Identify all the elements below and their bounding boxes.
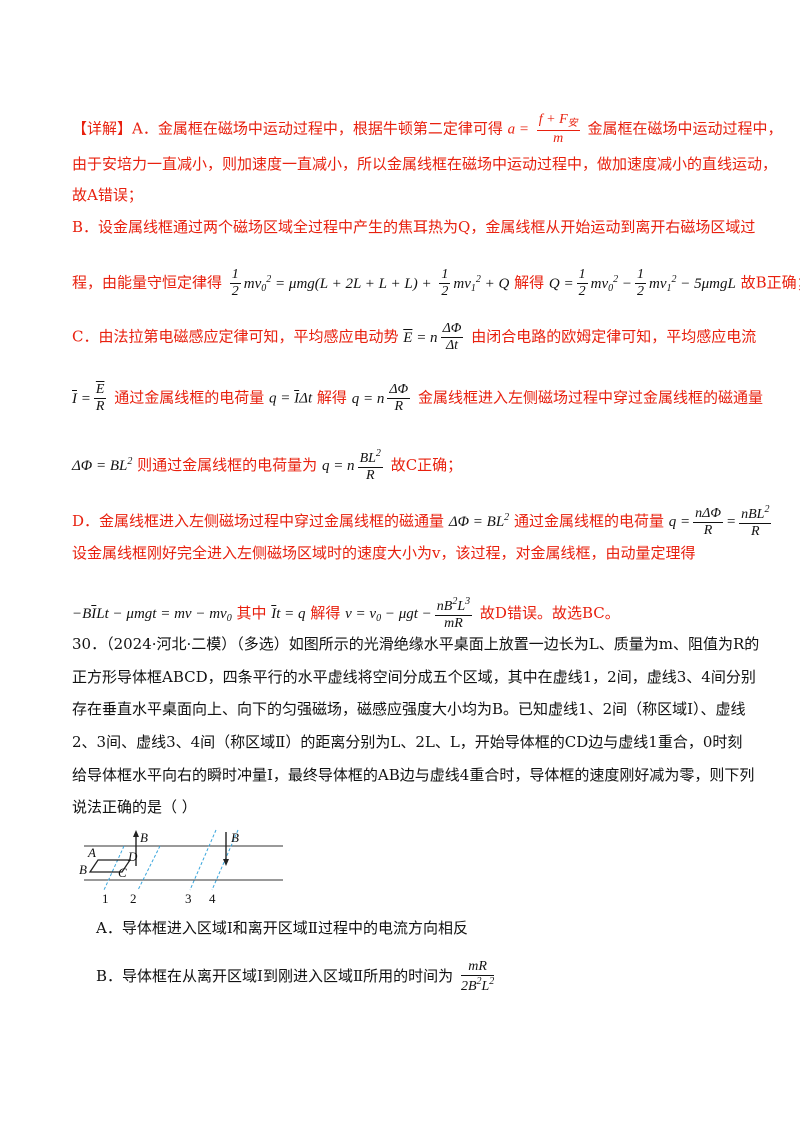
formula-it-equals-q: It = q <box>271 606 306 622</box>
question-line-2: 正方形导体框ABCD，四条平行的水平虚线将空间分成五个区域，其中在虚线1，2间，… <box>72 670 756 685</box>
detail-d-solve-text: 解得 <box>310 604 341 622</box>
dashed-line-1 <box>103 845 125 891</box>
detail-c-flux-text: 金属线框进入左侧磁场过程中穿过金属线框的磁通量 <box>417 388 763 407</box>
detail-c-conclusion: 故C正确； <box>390 456 463 474</box>
detail-d-charge-text: 通过金属线框的电荷量 <box>513 512 664 530</box>
detail-line-9: D．金属线框进入左侧磁场过程中穿过金属线框的磁通量 ΔΦ = BL2 通过金属线… <box>72 505 774 539</box>
detail-d-momentum-text: 设金属线框刚好完全进入左侧磁场区域时的速度大小为v，该过程，对金属线框，由动量定… <box>72 544 696 562</box>
line-number-2: 2 <box>130 891 137 906</box>
question-line-6: 说法正确的是（ ） <box>72 800 197 815</box>
question-stem-2: 正方形导体框ABCD，四条平行的水平虚线将空间分成五个区域，其中在虚线1，2间，… <box>72 668 756 686</box>
detail-line-1: 【详解】A．金属框在磁场中运动过程中，根据牛顿第二定律可得 a = f + F安… <box>72 113 782 146</box>
detail-b-text: B．设金属线框通过两个磁场区域全过程中产生的焦耳热为Q，金属线框从开始运动到离开… <box>72 218 756 236</box>
detail-a-text-2: 金属框在磁场中运动过程中， <box>587 119 783 138</box>
option-a-text: A．导体框进入区域Ⅰ和离开区域Ⅱ过程中的电流方向相反 <box>96 919 468 937</box>
detail-a-conclusion: 故A错误； <box>72 186 143 204</box>
line-number-3: 3 <box>185 891 192 906</box>
detail-line-3: 故A错误； <box>72 188 143 203</box>
detail-d-where-text: 其中 <box>236 604 267 622</box>
question-stem-3: 存在垂直水平桌面向上、向下的匀强磁场，磁感应强度大小均为B。已知虚线1、2间（称… <box>72 700 746 718</box>
field-down-arrowhead <box>223 859 229 866</box>
question-line-1: 30．（2024·河北·二模）（多选）如图所示的光滑绝缘水平桌面上放置一边长为L… <box>72 637 759 652</box>
label-C: C <box>118 865 127 880</box>
detail-b-energy-text: 程，由能量守恒定律得 <box>72 273 223 292</box>
detail-b-solve-text: 解得 <box>514 273 545 292</box>
detail-a-text: 【详解】A．金属框在磁场中运动过程中，根据牛顿第二定律可得 <box>72 119 503 138</box>
detail-a-reason: 由于安培力一直减小，则加速度一直减小，所以金属线框在磁场中运动过程中，做加速度减… <box>72 155 778 173</box>
label-A: A <box>87 845 96 860</box>
detail-line-11: −BILt − μmgt = mv − mv0 其中 It = q 解得 v =… <box>72 597 620 631</box>
label-B-vertex: B <box>79 862 87 877</box>
question-stem-4: 2、3间、虚线3、4间（称区域Ⅱ）的距离分别为L、2L、L，开始导体框的CD边与… <box>72 733 743 751</box>
question-line-4: 2、3间、虚线3、4间（称区域Ⅱ）的距离分别为L、2L、L，开始导体框的CD边与… <box>72 735 742 750</box>
option-a: A．导体框进入区域Ⅰ和离开区域Ⅱ过程中的电流方向相反 <box>96 921 468 936</box>
detail-line-4: B．设金属线框通过两个磁场区域全过程中产生的焦耳热为Q，金属线框从开始运动到离开… <box>72 220 755 235</box>
label-B-up: B <box>140 830 148 845</box>
conductor-frame <box>88 859 132 873</box>
question-stem-5: 给导体框水平向右的瞬时冲量I，最终导体框的AB边与虚线4重合时，导体框的速度刚好… <box>72 766 755 784</box>
question-stem-6: 说法正确的是（ ） <box>72 798 197 816</box>
dashed-line-2 <box>137 845 161 891</box>
dashed-line-3 <box>189 829 217 891</box>
detail-line-2: 由于安培力一直减小，则加速度一直减小，所以金属线框在磁场中运动过程中，做加速度减… <box>72 157 777 172</box>
question-line-3: 存在垂直水平桌面向上、向下的匀强磁场，磁感应强度大小均为B。已知虚线1、2间（称… <box>72 702 746 717</box>
detail-c-charge-result-text: 则通过金属线框的电荷量为 <box>137 456 318 474</box>
detail-line-10: 设金属线框刚好完全进入左侧磁场区域时的速度大小为v，该过程，对金属线框，由动量定… <box>72 546 695 561</box>
line-number-4: 4 <box>209 891 216 906</box>
detail-c-charge-text: 通过金属线框的电荷量 <box>114 388 265 407</box>
line-number-1: 1 <box>102 891 109 906</box>
label-B-down: B <box>231 830 239 845</box>
field-up-arrowhead <box>133 830 139 837</box>
question-line-5: 给导体框水平向右的瞬时冲量I，最终导体框的AB边与虚线4重合时，导体框的速度刚好… <box>72 768 754 783</box>
option-b-text: B．导体框在从离开区域Ⅰ到刚进入区域Ⅱ所用的时间为 <box>96 967 454 985</box>
question-stem-1: 30．（2024·河北·二模）（多选）如图所示的光滑绝缘水平桌面上放置一边长为L… <box>72 635 760 653</box>
detail-d-text: D．金属线框进入左侧磁场过程中穿过金属线框的磁通量 <box>72 512 445 530</box>
detail-d-conclusion: 故D错误。故选BC。 <box>479 604 620 622</box>
formula-flux: ΔΦ = BL2 <box>72 456 133 474</box>
formula-flux-d: ΔΦ = BL2 <box>448 512 510 530</box>
detail-b-conclusion: 故B正确； <box>740 273 800 292</box>
magnetic-region-figure: B B A D B C 1 2 3 4 <box>79 829 283 906</box>
detail-c-solve-text: 解得 <box>316 388 347 407</box>
formula-acceleration: a = <box>507 121 529 138</box>
detail-c-text: C．由法拉第电磁感应定律可知，平均感应电动势 <box>72 327 399 346</box>
formula-momentum: −BILt − μmgt = mv − mv0 <box>72 606 232 624</box>
detail-c-text-2: 由闭合电路的欧姆定律可知，平均感应电流 <box>471 327 757 346</box>
formula-charge: q = IΔt <box>269 390 313 407</box>
label-D: D <box>127 849 138 864</box>
